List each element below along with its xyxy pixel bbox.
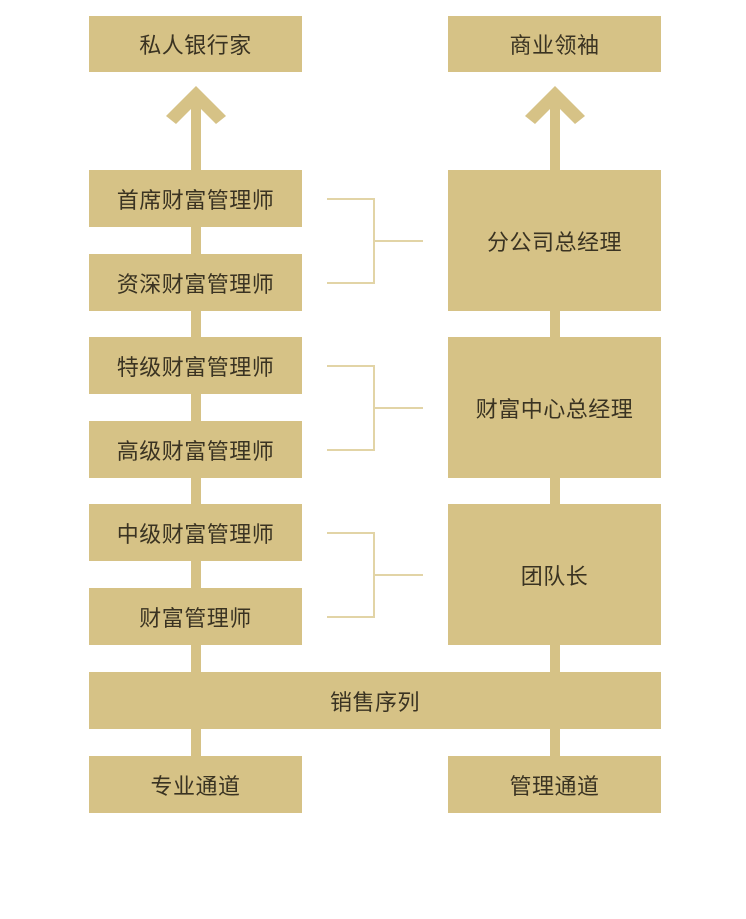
sales-sequence-bar: 销售序列 [89, 672, 661, 729]
connector-3-vertical [373, 532, 375, 618]
management-channel-box: 管理通道 [448, 756, 661, 813]
team-leader-box: 团队长 [448, 504, 661, 645]
wealth-manager-box: 财富管理师 [89, 588, 302, 645]
connector-3-top [327, 532, 375, 534]
connector-3-mid [375, 574, 423, 576]
special-wealth-manager-box: 特级财富管理师 [89, 337, 302, 394]
chief-wealth-manager-box: 首席财富管理师 [89, 170, 302, 227]
advanced-wealth-manager-box: 高级财富管理师 [89, 421, 302, 478]
right-up-arrow-icon [525, 86, 585, 152]
connector-1-mid [375, 240, 423, 242]
connector-1-vertical [373, 198, 375, 284]
business-leader-box: 商业领袖 [448, 16, 661, 72]
professional-channel-box: 专业通道 [89, 756, 302, 813]
wealth-center-gm-box: 财富中心总经理 [448, 337, 661, 478]
left-up-arrow-icon [166, 86, 226, 152]
connector-2-top [327, 365, 375, 367]
connector-2-mid [375, 407, 423, 409]
connector-2-bottom [327, 449, 375, 451]
connector-1-bottom [327, 282, 375, 284]
intermediate-wealth-manager-box: 中级财富管理师 [89, 504, 302, 561]
branch-gm-box: 分公司总经理 [448, 170, 661, 311]
senior-wealth-manager-box: 资深财富管理师 [89, 254, 302, 311]
connector-2-vertical [373, 365, 375, 451]
connector-3-bottom [327, 616, 375, 618]
connector-1-top [327, 198, 375, 200]
private-banker-box: 私人银行家 [89, 16, 302, 72]
